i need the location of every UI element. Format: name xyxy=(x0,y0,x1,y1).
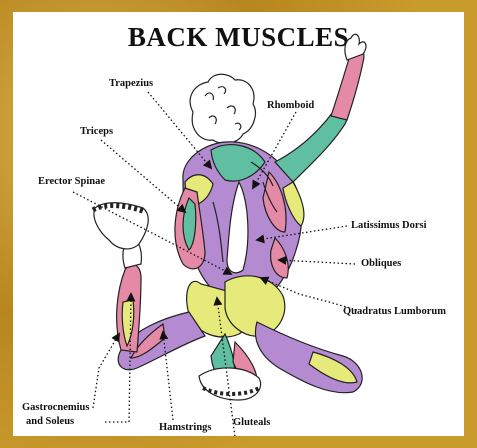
leader-gastrocnemius-a xyxy=(93,334,119,408)
diagram-panel: BACK MUSCLES xyxy=(13,12,464,436)
label-soleus: and Soleus xyxy=(26,416,74,428)
label-trapezius: Trapezius xyxy=(109,78,153,90)
label-triceps: Triceps xyxy=(80,126,113,138)
leader-triceps xyxy=(101,140,185,212)
label-erector-spinae: Erector Spinae xyxy=(38,176,105,188)
raised-arm xyxy=(275,34,366,226)
label-gastrocnemius: Gastrocnemius xyxy=(22,402,89,414)
hair xyxy=(190,74,255,143)
label-gluteals: Gluteals xyxy=(233,417,270,429)
label-rhomboid: Rhomboid xyxy=(267,100,314,112)
label-obliques: Obliques xyxy=(361,258,401,270)
label-latissimus-dorsi: Latissimus Dorsi xyxy=(351,220,427,232)
label-quadratus-lumborum: Quadratus Lumborum xyxy=(343,306,446,318)
label-hamstrings: Hamstrings xyxy=(159,422,212,434)
